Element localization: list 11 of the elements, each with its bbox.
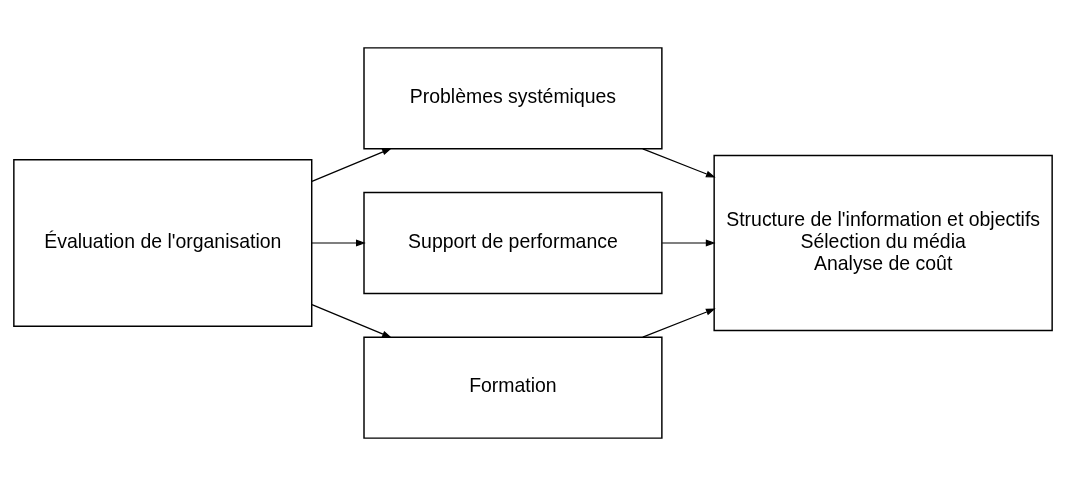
arrow bbox=[311, 147, 392, 182]
arrow bbox=[642, 307, 716, 338]
node-box: Formation bbox=[363, 336, 663, 439]
arrow bbox=[661, 239, 716, 246]
arrow bbox=[311, 239, 366, 246]
arrow bbox=[642, 147, 716, 178]
node-box: Problèmes systémiques bbox=[363, 46, 663, 149]
node-box: Support de performance bbox=[363, 191, 663, 294]
node-box: Structure de l'information et objectifs Sélection du média Analyse de coût bbox=[713, 154, 1053, 331]
arrow bbox=[311, 303, 392, 338]
node-box: Évaluation de l'organisation bbox=[13, 158, 313, 327]
